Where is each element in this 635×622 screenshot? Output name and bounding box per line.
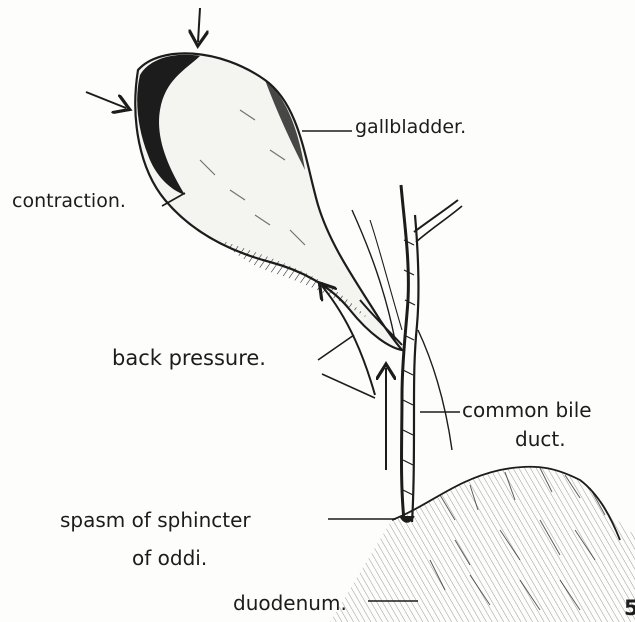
compression-arrow-top-icon bbox=[198, 8, 200, 42]
label-spasm-line2: of oddi. bbox=[132, 548, 207, 568]
label-duodenum: duodenum. bbox=[233, 593, 347, 613]
duodenum-shape bbox=[330, 467, 635, 622]
compression-arrow-left-icon bbox=[86, 92, 126, 108]
label-common-bile-duct-line2: duct. bbox=[515, 429, 566, 449]
label-common-bile-duct-line1: common bile bbox=[462, 400, 592, 420]
gallbladder-body bbox=[135, 53, 402, 350]
bile-duct-tree bbox=[352, 185, 462, 522]
page-number: 5 bbox=[624, 598, 635, 619]
label-spasm-line1: spasm of sphincter bbox=[60, 510, 251, 530]
label-gallbladder: gallbladder. bbox=[355, 118, 466, 137]
label-contraction: contraction. bbox=[12, 192, 126, 211]
label-back-pressure: back pressure. bbox=[112, 348, 266, 369]
